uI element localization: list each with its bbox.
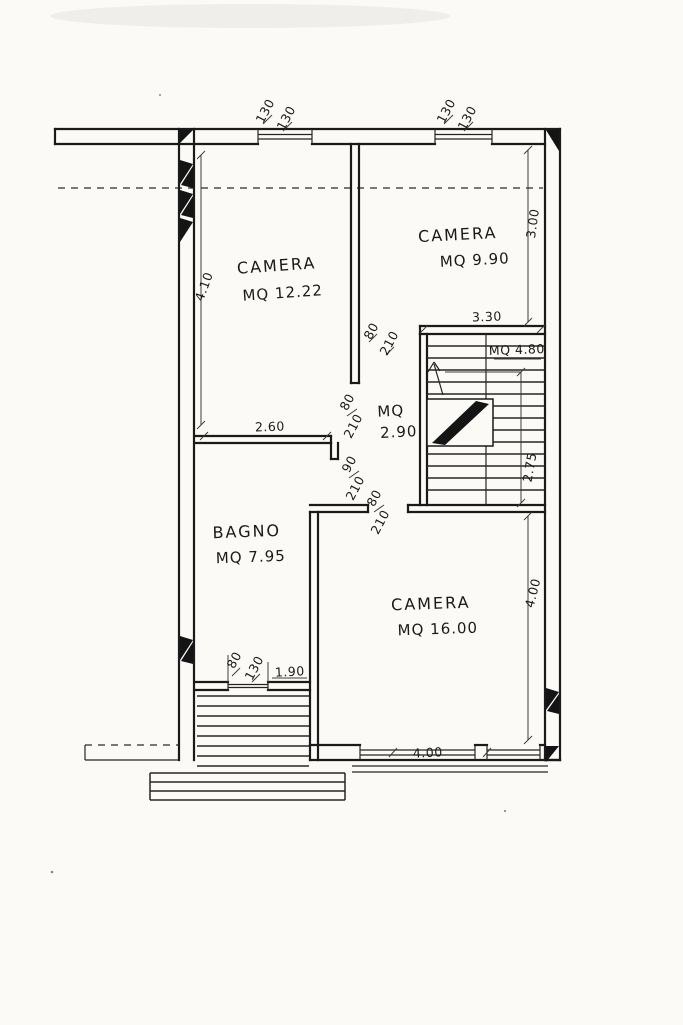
door-camera3-height-dim: 210 [367, 507, 392, 536]
room-labels: CAMERA MQ 12.22 CAMERA MQ 9.90 CAMERA MQ… [212, 223, 545, 639]
entry-width-dim: 1.90 [274, 663, 305, 680]
entrance-steps [149, 695, 346, 801]
stairs-depth-dim: 2.75 [520, 451, 540, 483]
door-top-height-dim: 210 [376, 328, 401, 357]
door-entry-width-dim: 80 [223, 649, 244, 671]
camera3-name-label: CAMERA [391, 593, 471, 615]
camera3-side-dim: 4.00 [522, 577, 544, 610]
camera3-window-dim: 4.00 [412, 744, 443, 761]
dimension-lines [196, 114, 546, 758]
window-left-width-dim: 130 [252, 96, 277, 125]
bagno-width-dim: 2.60 [255, 418, 285, 434]
window-right-width-dim: 130 [433, 96, 458, 125]
stairs-width-dim: 3.30 [472, 308, 502, 324]
door-top-width-dim: 80 [360, 320, 381, 342]
camera2-depth-dim: 3.00 [523, 208, 542, 240]
staircase-internal [418, 324, 547, 507]
wall-hatch-marks [180, 130, 559, 762]
door-bagno-width-dim: 90 [338, 453, 359, 475]
camera1-name-label: CAMERA [236, 253, 317, 277]
camera3-area-label: MQ 16.00 [397, 619, 478, 640]
outer-walls [53, 127, 562, 773]
hall-unit-label: MQ [377, 401, 405, 420]
bagno-area-label: MQ 7.95 [216, 547, 287, 567]
camera2-name-label: CAMERA [418, 223, 498, 246]
stairs-area-label: MQ 4.80 [489, 341, 545, 358]
camera2-area-label: MQ 9.90 [439, 249, 510, 271]
door-camera1-height-dim: 210 [340, 411, 365, 440]
hall-area-label: 2.90 [380, 422, 418, 442]
top-windows [257, 129, 493, 144]
scan-artifacts [50, 4, 507, 874]
camera1-side-dim: 4.10 [192, 270, 216, 303]
staircase-direction-marker [426, 361, 494, 447]
camera1-area-label: MQ 12.22 [242, 281, 324, 305]
door-entry-height-dim: 130 [241, 653, 266, 682]
door-camera1-width-dim: 80 [336, 391, 357, 413]
dashed-projection-lines [58, 187, 543, 761]
bagno-name-label: BAGNO [212, 521, 281, 542]
door-bagno-height-dim: 210 [342, 473, 367, 502]
door-camera3-width-dim: 80 [363, 487, 384, 509]
interior-walls [194, 142, 547, 762]
